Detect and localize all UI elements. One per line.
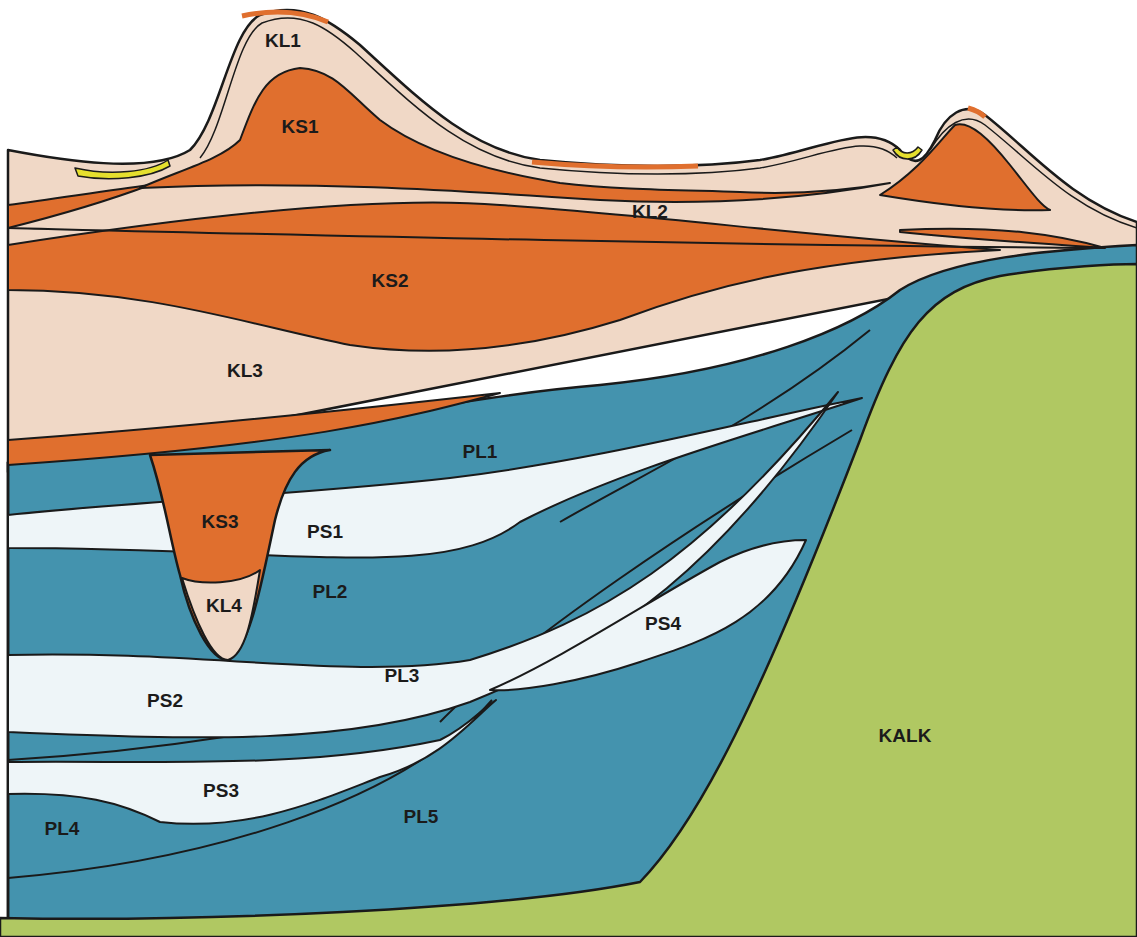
layer-label: KS1 bbox=[282, 117, 319, 136]
layer-label: KS3 bbox=[202, 512, 239, 531]
layer-label: KALK bbox=[879, 726, 932, 745]
layer-label: PS3 bbox=[203, 781, 239, 800]
layer-label: KL1 bbox=[265, 31, 301, 50]
layer-label: PS2 bbox=[147, 691, 183, 710]
layer-label: KS2 bbox=[372, 271, 409, 290]
layer-label: PL1 bbox=[463, 442, 498, 461]
layer-label: PL4 bbox=[45, 819, 80, 838]
layer-label: KL3 bbox=[227, 361, 263, 380]
layer-label: PS4 bbox=[645, 614, 681, 633]
layer-label: PL3 bbox=[385, 666, 420, 685]
layer-label: PL5 bbox=[404, 807, 439, 826]
layer-label: PL2 bbox=[313, 582, 348, 601]
layer-label: KL4 bbox=[206, 596, 242, 615]
layer-label: PS1 bbox=[307, 522, 343, 541]
layer-label: KL2 bbox=[632, 202, 668, 221]
